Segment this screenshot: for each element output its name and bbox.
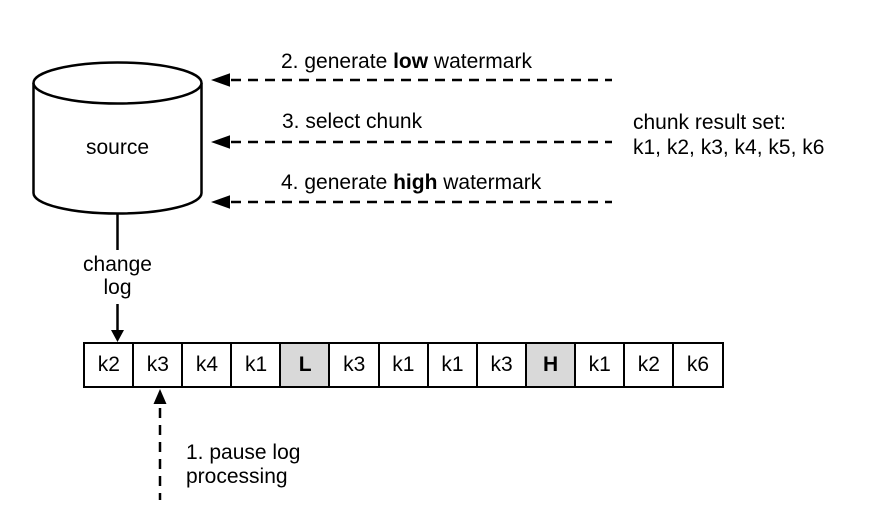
change-log-connector bbox=[111, 213, 124, 342]
log-cell: k3 bbox=[328, 342, 381, 388]
arrow-generate-high-watermark bbox=[211, 195, 612, 209]
label-low-prefix: 2. generate bbox=[281, 50, 394, 73]
log-cell: k1 bbox=[426, 342, 479, 388]
change-log-label-line2: log bbox=[103, 276, 132, 299]
log-cell: k2 bbox=[623, 342, 675, 388]
change-log-label-line1: change bbox=[83, 253, 152, 276]
log-cell: k6 bbox=[672, 342, 724, 388]
label-generate-low-watermark: 2. generate low watermark bbox=[281, 50, 532, 73]
label-high-suffix: watermark bbox=[437, 171, 542, 194]
label-high-bold: high bbox=[393, 171, 438, 194]
change-log-label: change log bbox=[77, 253, 158, 299]
log-cell: k4 bbox=[181, 342, 233, 388]
arrow-generate-low-watermark bbox=[211, 73, 612, 87]
label-generate-high-watermark: 4. generate high watermark bbox=[281, 171, 541, 194]
pause-log-label: 1. pause log processing bbox=[186, 441, 300, 489]
log-cell: k1 bbox=[230, 342, 282, 388]
log-cell: k3 bbox=[475, 342, 528, 388]
source-database-shape bbox=[32, 61, 203, 215]
arrow-select-chunk bbox=[211, 135, 612, 149]
log-cell: k3 bbox=[132, 342, 184, 388]
label-high-prefix: 4. generate bbox=[281, 171, 394, 194]
log-cell: k1 bbox=[377, 342, 430, 388]
log-cell: k2 bbox=[83, 342, 135, 388]
chunk-result-set: chunk result set: k1, k2, k3, k4, k5, k6 bbox=[633, 110, 824, 160]
label-low-bold: low bbox=[393, 50, 429, 73]
log-cell: k1 bbox=[573, 342, 626, 388]
watermark-cell: L bbox=[279, 342, 331, 388]
pause-arrow bbox=[153, 389, 167, 500]
watermark-cell: H bbox=[524, 342, 577, 388]
chunk-result-values: k1, k2, k3, k4, k5, k6 bbox=[633, 136, 825, 159]
pause-log-label-line2: processing bbox=[186, 465, 288, 488]
label-low-suffix: watermark bbox=[428, 50, 532, 73]
source-label: source bbox=[85, 136, 150, 159]
label-select-chunk: 3. select chunk bbox=[282, 110, 423, 133]
pause-log-label-line1: 1. pause log bbox=[186, 441, 301, 464]
chunk-result-title: chunk result set: bbox=[633, 111, 786, 134]
